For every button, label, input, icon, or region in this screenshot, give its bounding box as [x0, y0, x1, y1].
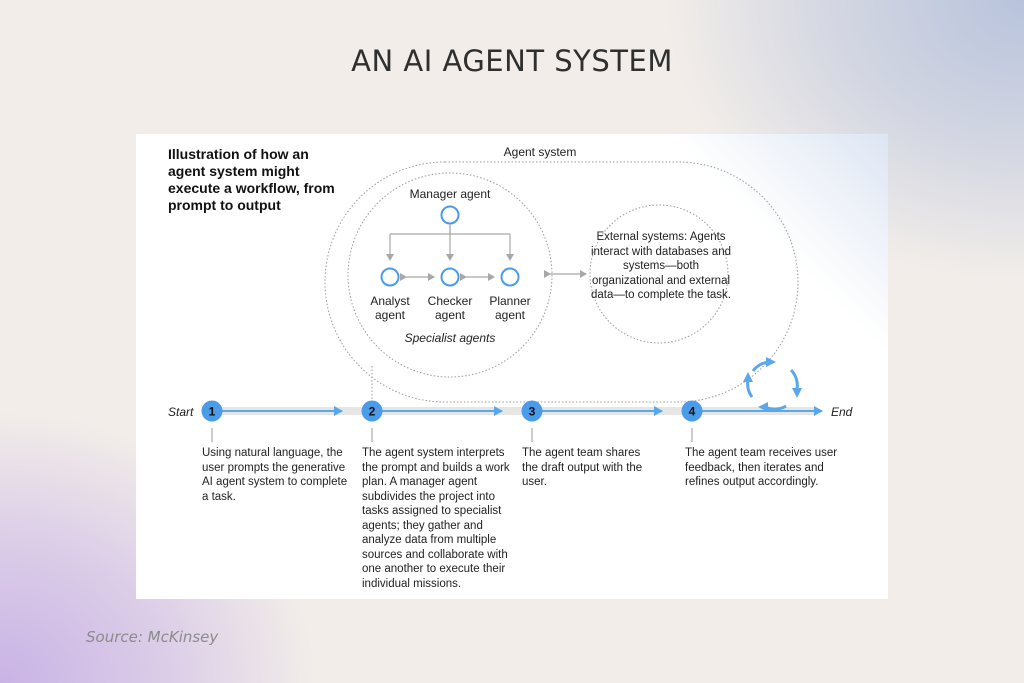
planner-label-1: Planner: [489, 294, 530, 308]
step-number-4: 4: [689, 405, 696, 419]
step-node-4: 4: [681, 400, 703, 422]
step-node-2: 2: [361, 400, 383, 422]
end-label: End: [831, 405, 853, 419]
planner-agent-node: [500, 267, 520, 287]
checker-label-2: agent: [435, 308, 466, 322]
checker-agent-node: [440, 267, 460, 287]
step-number-1: 1: [209, 405, 216, 419]
external-systems-boundary: [589, 204, 729, 344]
start-label: Start: [168, 405, 194, 419]
step-node-3: 3: [521, 400, 543, 422]
step-node-1: 1: [201, 400, 223, 422]
external-systems-text: External systems: Agents interact with d…: [590, 231, 731, 301]
source-credit: Source: McKinsey: [86, 628, 219, 646]
agent-system-label: Agent system: [504, 145, 577, 159]
manager-agent-label: Manager agent: [410, 187, 491, 201]
planner-label-2: agent: [495, 308, 526, 322]
agent-system-boundary: [324, 161, 799, 403]
analyst-label-2: agent: [375, 308, 406, 322]
diagram-card: Illustration of how an agent system migh…: [136, 134, 888, 599]
iteration-loop-icon: [743, 357, 802, 412]
step-4-text: The agent team receives user feedback, t…: [685, 447, 838, 488]
step-1-text: Using natural language, the user prompts…: [202, 447, 348, 503]
step-number-3: 3: [529, 405, 536, 419]
manager-agent-node: [440, 205, 460, 225]
specialist-agents-label: Specialist agents: [405, 331, 496, 345]
checker-label-1: Checker: [428, 294, 473, 308]
analyst-label-1: Analyst: [370, 294, 410, 308]
timeline-track: [212, 407, 816, 415]
step-3-text: The agent team shares the draft output w…: [522, 447, 643, 488]
page-title: AN AI AGENT SYSTEM: [351, 44, 673, 78]
step-2-text: The agent system interprets the prompt a…: [362, 447, 510, 590]
agent-system-diagram: Agent system Manager agent Analyst agent…: [168, 145, 853, 442]
diagram-intro: Illustration of how an agent system migh…: [168, 146, 335, 213]
analyst-agent-node: [380, 267, 400, 287]
step-number-2: 2: [369, 405, 376, 419]
